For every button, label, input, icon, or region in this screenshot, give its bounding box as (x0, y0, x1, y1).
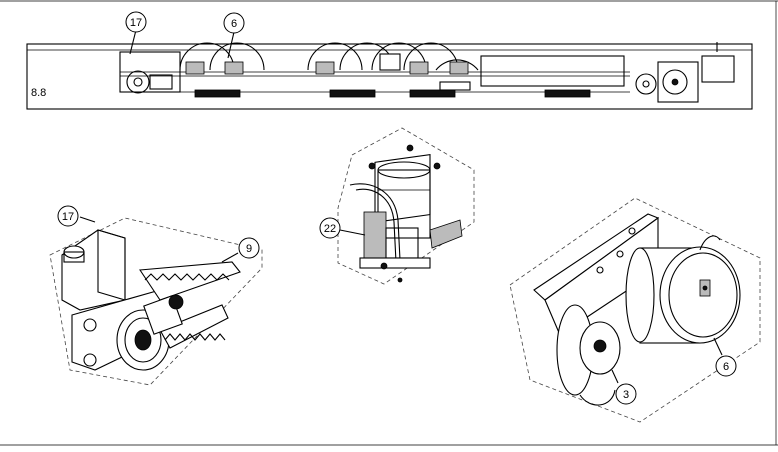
end-wheel (635, 73, 657, 95)
motor-unit (119, 51, 181, 94)
callout-6-encoder (715, 355, 737, 377)
callout-22-label: 22 (324, 223, 336, 235)
cover-box (480, 55, 625, 87)
callout-9 (238, 237, 260, 259)
lock-unit-view: 22 (319, 127, 475, 285)
wheel-encoder-view: 3 6 (509, 197, 761, 423)
callout-6-top-label: 6 (231, 18, 237, 30)
callout-17-top (125, 11, 147, 33)
end-plate (657, 61, 699, 103)
belt-pulley-view: 17 9 (49, 205, 263, 386)
callout-17-top-label: 17 (130, 17, 142, 29)
callout-6-encoder-label: 6 (723, 361, 729, 373)
callout-3-label: 3 (623, 389, 629, 401)
track-marker: 8.8 (31, 87, 46, 99)
drive-block (544, 89, 591, 98)
callout-3 (615, 383, 637, 405)
roller-carriage (179, 42, 265, 98)
control-box (701, 55, 735, 83)
callout-17-bracket (57, 205, 79, 227)
callout-22 (319, 217, 341, 239)
callout-9-label: 9 (246, 243, 252, 255)
roller-carriage (307, 42, 479, 98)
callout-17-bracket-label: 17 (62, 211, 74, 223)
encoder-disc (662, 69, 688, 95)
operator-track: 8.8 (26, 11, 753, 110)
callout-6-top (223, 12, 245, 34)
